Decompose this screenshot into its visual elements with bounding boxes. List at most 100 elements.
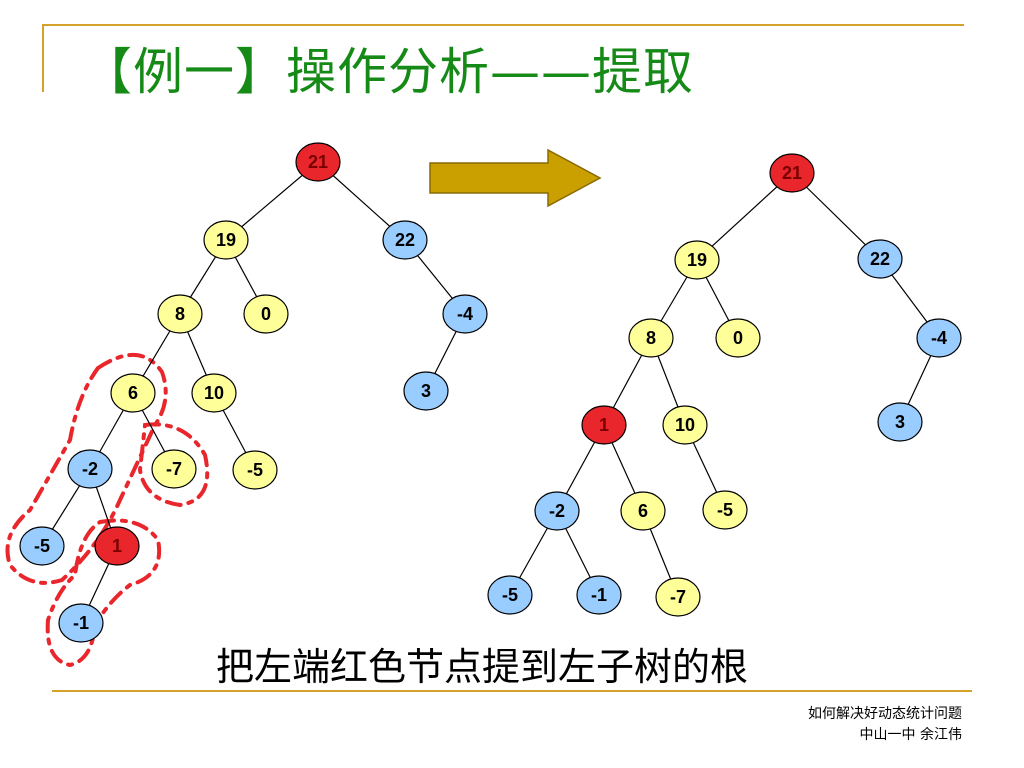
right-tree-node-circle xyxy=(581,405,627,445)
right-tree-node-circle xyxy=(620,491,666,531)
slide-title: 【例一】操作分析——提取 xyxy=(82,43,694,101)
left-accent-line xyxy=(42,24,44,92)
left-tree-node-label: 0 xyxy=(261,304,271,324)
right-arrow-icon xyxy=(429,148,602,208)
left-tree-node-circle xyxy=(19,526,65,566)
right-tree-node-blue: 3 xyxy=(877,402,923,442)
right-tree-node-red: 1 xyxy=(581,405,627,445)
left-tree-node-label: -7 xyxy=(166,459,182,479)
left-tree-nodes: 21 19 22 8 0 -4 6 10 3 -2 -7 -5 -5 1 -1 xyxy=(19,142,488,643)
right-tree-node-circle xyxy=(487,575,533,615)
left-tree-node-red: 1 xyxy=(94,526,140,566)
right-tree-node-circle xyxy=(715,318,761,358)
left-tree-node-label: -1 xyxy=(73,613,89,633)
right-tree-node-circle xyxy=(769,153,815,193)
right-tree-node-yellow: 19 xyxy=(674,240,720,280)
right-tree-node-circle xyxy=(857,239,903,279)
right-tree-node-yellow: 0 xyxy=(715,318,761,358)
right-tree-node-yellow: 10 xyxy=(662,405,708,445)
left-tree-node-circle xyxy=(232,450,278,490)
left-tree-node-yellow: 0 xyxy=(243,294,289,334)
left-tree-node-blue: -4 xyxy=(442,294,488,334)
left-tree-node-label: 6 xyxy=(128,383,138,403)
left-tree-node-label: -5 xyxy=(247,460,263,480)
left-tree-node-circle xyxy=(442,294,488,334)
right-tree-node-yellow: 8 xyxy=(628,318,674,358)
right-tree-nodes: 21 19 22 8 0 -4 1 10 3 -2 6 -5 -5 -1 -7 xyxy=(487,153,962,617)
right-tree-node-label: 21 xyxy=(782,163,802,183)
left-tree-node-yellow: 19 xyxy=(203,220,249,260)
dashed-outline-right-child xyxy=(137,422,210,508)
footer: 如何解决好动态统计问题 中山一中 余江伟 xyxy=(808,704,962,746)
right-tree-edge xyxy=(696,172,793,261)
left-tree-node-label: -2 xyxy=(82,459,98,479)
right-tree-node-blue: -2 xyxy=(534,491,580,531)
right-tree-node-label: 22 xyxy=(870,249,890,269)
right-tree-node-blue: 22 xyxy=(857,239,903,279)
left-tree-node-yellow: -5 xyxy=(232,450,278,490)
left-tree-node-blue: -2 xyxy=(67,449,113,489)
left-tree-node-circle xyxy=(382,220,428,260)
right-tree-node-label: 8 xyxy=(646,328,656,348)
right-tree-node-blue: -4 xyxy=(916,318,962,358)
left-tree-node-circle xyxy=(203,220,249,260)
left-tree-node-label: 21 xyxy=(308,152,328,172)
right-tree-node-red: 21 xyxy=(769,153,815,193)
right-tree-node-label: -2 xyxy=(549,501,565,521)
dashed-outline-left-subtree xyxy=(5,352,168,585)
left-tree-node-label: 10 xyxy=(204,383,224,403)
right-tree-node-label: -5 xyxy=(717,500,733,520)
right-tree-node-label: 6 xyxy=(638,501,648,521)
left-tree-node-circle xyxy=(191,373,237,413)
right-tree-node-yellow: -5 xyxy=(702,490,748,530)
right-tree-node-label: 10 xyxy=(675,415,695,435)
left-tree-node-circle xyxy=(94,526,140,566)
footer-line-1: 如何解决好动态统计问题 xyxy=(808,706,962,722)
right-tree-node-circle xyxy=(662,405,708,445)
left-tree-node-circle xyxy=(243,294,289,334)
right-tree-node-circle xyxy=(674,240,720,280)
left-tree-node-label: -5 xyxy=(34,536,50,556)
left-tree-node-circle xyxy=(157,294,203,334)
right-tree-node-label: -7 xyxy=(670,587,686,607)
left-tree-node-yellow: -7 xyxy=(151,449,197,489)
left-tree-node-blue: -5 xyxy=(19,526,65,566)
left-tree-node-circle xyxy=(67,449,113,489)
right-tree-node-blue: -1 xyxy=(576,575,622,615)
right-tree-node-label: 19 xyxy=(687,250,707,270)
right-tree-node-label: 0 xyxy=(733,328,743,348)
right-tree-node-circle xyxy=(655,577,701,617)
dashed-outline-group xyxy=(5,352,210,668)
right-tree-node-circle xyxy=(576,575,622,615)
left-tree-node-label: -4 xyxy=(457,304,473,324)
left-tree-node-label: 22 xyxy=(395,230,415,250)
caption-text: 把左端红色节点提到左子树的根 xyxy=(216,645,749,689)
left-tree-node-blue: 22 xyxy=(382,220,428,260)
right-tree-node-blue: -5 xyxy=(487,575,533,615)
right-tree-node-label: -1 xyxy=(591,585,607,605)
right-tree-node-circle xyxy=(534,491,580,531)
right-tree-node-yellow: 6 xyxy=(620,491,666,531)
right-tree-node-label: 3 xyxy=(895,412,905,432)
top-accent-line xyxy=(42,24,964,26)
left-tree-node-label: 19 xyxy=(216,230,236,250)
dashed-outline-red-node xyxy=(45,518,162,668)
left-tree-node-circle xyxy=(151,449,197,489)
left-tree-node-yellow: 6 xyxy=(110,373,156,413)
footer-line-2: 中山一中 余江伟 xyxy=(859,727,962,743)
right-tree-node-circle xyxy=(628,318,674,358)
left-tree-node-blue: 3 xyxy=(403,371,449,411)
right-tree-node-yellow: -7 xyxy=(655,577,701,617)
left-tree-node-yellow: 10 xyxy=(191,373,237,413)
left-tree-node-circle xyxy=(58,603,104,643)
bottom-accent-line xyxy=(52,690,972,692)
left-tree-node-red: 21 xyxy=(295,142,341,182)
left-tree-node-yellow: 8 xyxy=(157,294,203,334)
left-tree-node-circle xyxy=(403,371,449,411)
left-tree-node-blue: -1 xyxy=(58,603,104,643)
left-tree-node-label: 8 xyxy=(175,304,185,324)
right-tree-node-label: -4 xyxy=(931,328,947,348)
right-tree-node-circle xyxy=(877,402,923,442)
right-tree-edges xyxy=(509,172,940,598)
